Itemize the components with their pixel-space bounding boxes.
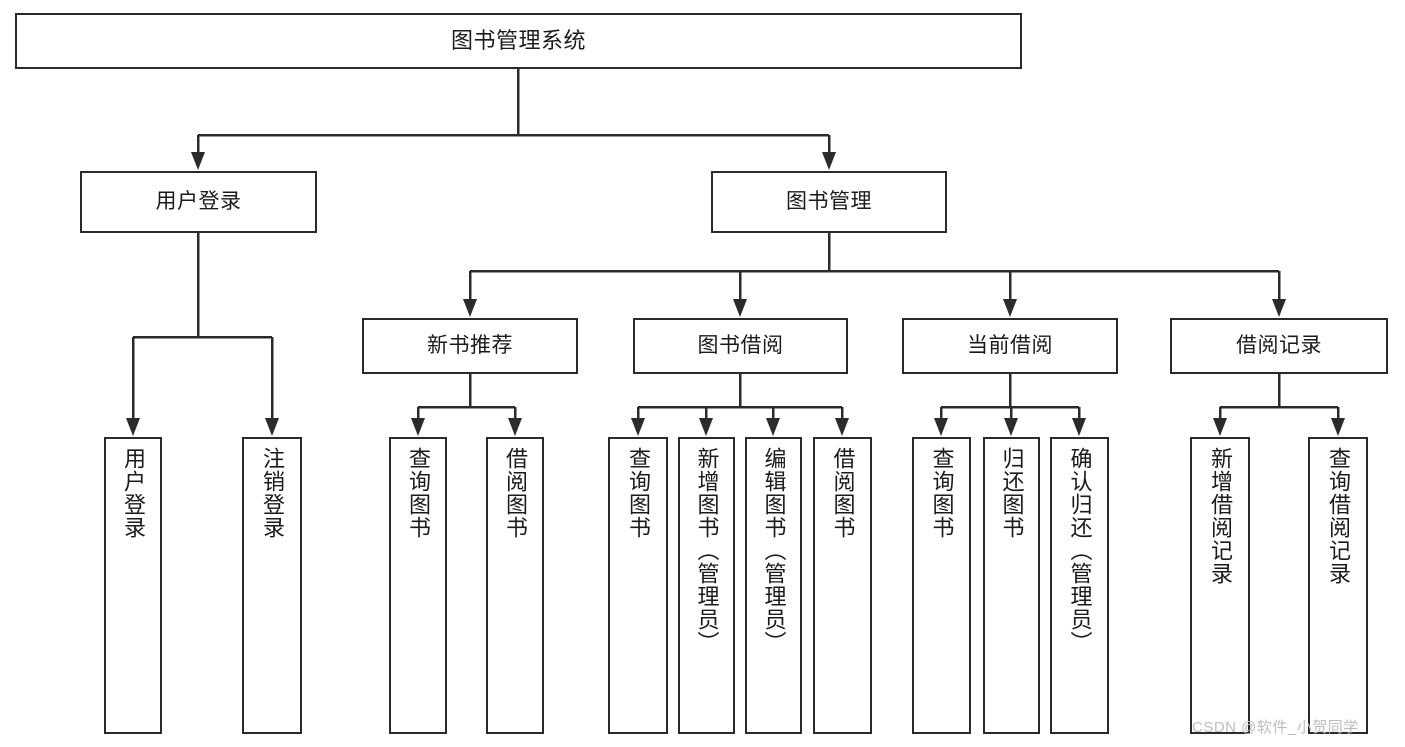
book-borrow-to-leaves-arrowhead: [766, 418, 780, 436]
node-leaf-confirm-return[interactable]: 确认归还（管理员）: [1050, 437, 1109, 734]
node-leaf-query-book-rec[interactable]: 查询图书: [389, 437, 447, 734]
new-book-rec-to-leaves-arrowhead: [508, 418, 522, 436]
node-label: 确认归还（管理员）: [1067, 447, 1093, 654]
node-label: 查询图书: [626, 447, 651, 539]
node-new-book-rec[interactable]: 新书推荐: [362, 318, 578, 374]
book-borrow-to-leaves-arrowhead: [835, 418, 849, 436]
user-login-to-leaves-arrowhead: [126, 418, 140, 436]
node-leaf-query-record[interactable]: 查询借阅记录: [1308, 437, 1368, 734]
node-leaf-edit-book[interactable]: 编辑图书（管理员）: [745, 437, 802, 734]
node-leaf-user-login[interactable]: 用户登录: [104, 437, 162, 734]
node-label: 查询图书: [929, 447, 955, 539]
node-leaf-borrow-book-rec[interactable]: 借阅图书: [486, 437, 544, 734]
book-borrow-to-leaves-arrowhead: [699, 418, 713, 436]
current-borrow-to-leaves-arrowhead: [1072, 418, 1086, 436]
node-label: 用户登录: [121, 447, 146, 539]
node-label: 新书推荐: [427, 333, 513, 357]
root-to-tier2-arrowhead: [191, 152, 205, 170]
node-label: 借阅图书: [503, 447, 528, 539]
node-leaf-query-book-bor[interactable]: 查询图书: [608, 437, 668, 734]
borrow-record-to-leaves-arrowhead: [1213, 418, 1227, 436]
node-label: 归还图书: [999, 447, 1025, 539]
node-label: 图书管理: [786, 189, 872, 213]
node-label: 注销登录: [260, 447, 285, 539]
user-login-to-leaves-arrowhead: [265, 418, 279, 436]
node-label: 当前借阅: [967, 333, 1053, 357]
node-label: 借阅图书: [830, 447, 856, 539]
node-label: 编辑图书（管理员）: [761, 447, 787, 654]
new-book-rec-to-leaves-arrowhead: [411, 418, 425, 436]
node-book-borrow[interactable]: 图书借阅: [633, 318, 848, 374]
node-label: 查询图书: [406, 447, 431, 539]
book-borrow-to-leaves-arrowhead: [631, 418, 645, 436]
book-manage-to-tier3-arrowhead: [1003, 299, 1017, 317]
node-label: 图书管理系统: [450, 27, 586, 53]
node-leaf-query-book-cur[interactable]: 查询图书: [912, 437, 971, 734]
node-label: 用户登录: [155, 189, 242, 213]
node-label: 图书借阅: [697, 333, 784, 357]
node-leaf-add-record[interactable]: 新增借阅记录: [1190, 437, 1250, 734]
node-leaf-return-book[interactable]: 归还图书: [983, 437, 1040, 734]
node-label: 查询借阅记录: [1326, 447, 1351, 585]
node-label: 新增借阅记录: [1208, 447, 1233, 585]
node-label: 新增图书（管理员）: [694, 447, 720, 654]
node-root[interactable]: 图书管理系统: [15, 13, 1022, 69]
node-leaf-logout[interactable]: 注销登录: [242, 437, 302, 734]
watermark-label: CSDN @软件_小贺同学: [1192, 719, 1359, 736]
book-manage-to-tier3-arrowhead: [733, 299, 747, 317]
book-manage-to-tier3-arrowhead: [463, 299, 477, 317]
current-borrow-to-leaves-arrowhead: [934, 418, 948, 436]
node-leaf-add-book[interactable]: 新增图书（管理员）: [678, 437, 735, 734]
borrow-record-to-leaves-arrowhead: [1331, 418, 1345, 436]
node-user-login[interactable]: 用户登录: [80, 171, 317, 233]
node-borrow-record[interactable]: 借阅记录: [1170, 318, 1388, 374]
root-to-tier2-arrowhead: [822, 152, 836, 170]
node-current-borrow[interactable]: 当前借阅: [902, 318, 1118, 374]
current-borrow-to-leaves-arrowhead: [1004, 418, 1018, 436]
book-manage-to-tier3-arrowhead: [1272, 299, 1286, 317]
node-book-manage[interactable]: 图书管理: [711, 171, 947, 233]
node-leaf-borrow-book-bor[interactable]: 借阅图书: [813, 437, 872, 734]
node-label: 借阅记录: [1236, 333, 1322, 357]
